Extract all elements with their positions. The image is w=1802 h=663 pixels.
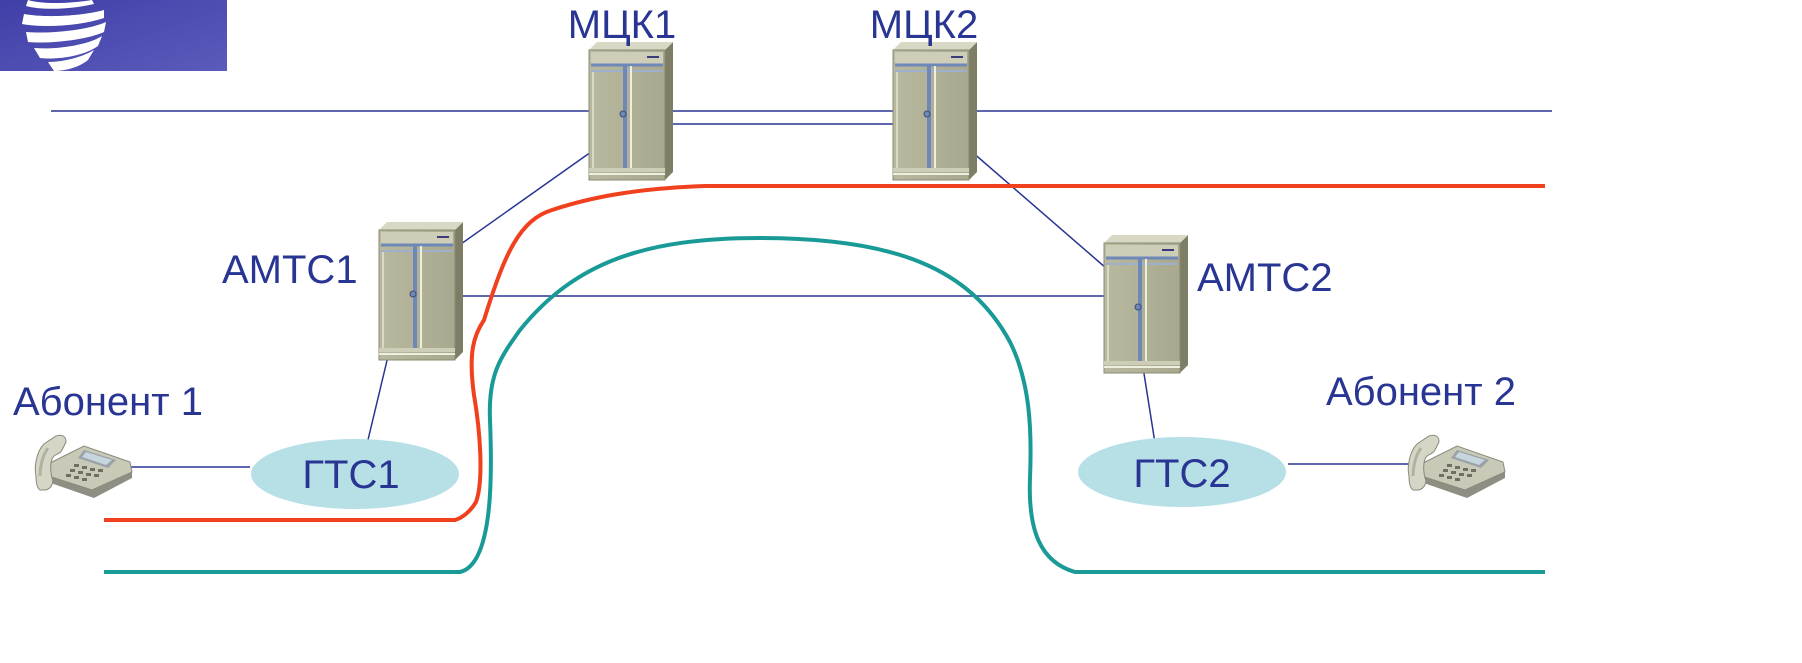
operator-logo-icon <box>0 0 227 71</box>
gts2-ellipse <box>1078 437 1286 507</box>
subscriber2-telephone-icon <box>1406 433 1507 500</box>
gts2-label: ГТС2 <box>1133 452 1230 496</box>
route-red-line <box>104 184 1545 522</box>
route-teal-line <box>104 235 1545 574</box>
gts1-label: ГТС1 <box>302 453 399 497</box>
mck1-label: МЦК1 <box>568 3 676 47</box>
amts1-label: АМТС1 <box>222 248 358 292</box>
link-mck2-amts2 <box>955 137 1107 269</box>
link-amts2-gts2 <box>1141 360 1156 444</box>
mck2-server-icon <box>891 40 979 182</box>
link-amts1-mck1 <box>443 151 592 257</box>
amts2-label: АМТС2 <box>1197 256 1333 300</box>
amts1-server-icon <box>377 220 465 362</box>
link-amts1-gts1 <box>366 347 391 445</box>
amts2-server-icon <box>1102 233 1190 375</box>
subscriber1-telephone-icon <box>33 433 134 500</box>
mck1-server-icon <box>587 40 675 182</box>
subscriber1-label: Абонент 1 <box>13 380 203 424</box>
mck2-label: МЦК2 <box>870 3 978 47</box>
gts1-ellipse <box>251 439 459 509</box>
network-links <box>51 110 1552 468</box>
subscriber2-label: Абонент 2 <box>1326 370 1516 414</box>
